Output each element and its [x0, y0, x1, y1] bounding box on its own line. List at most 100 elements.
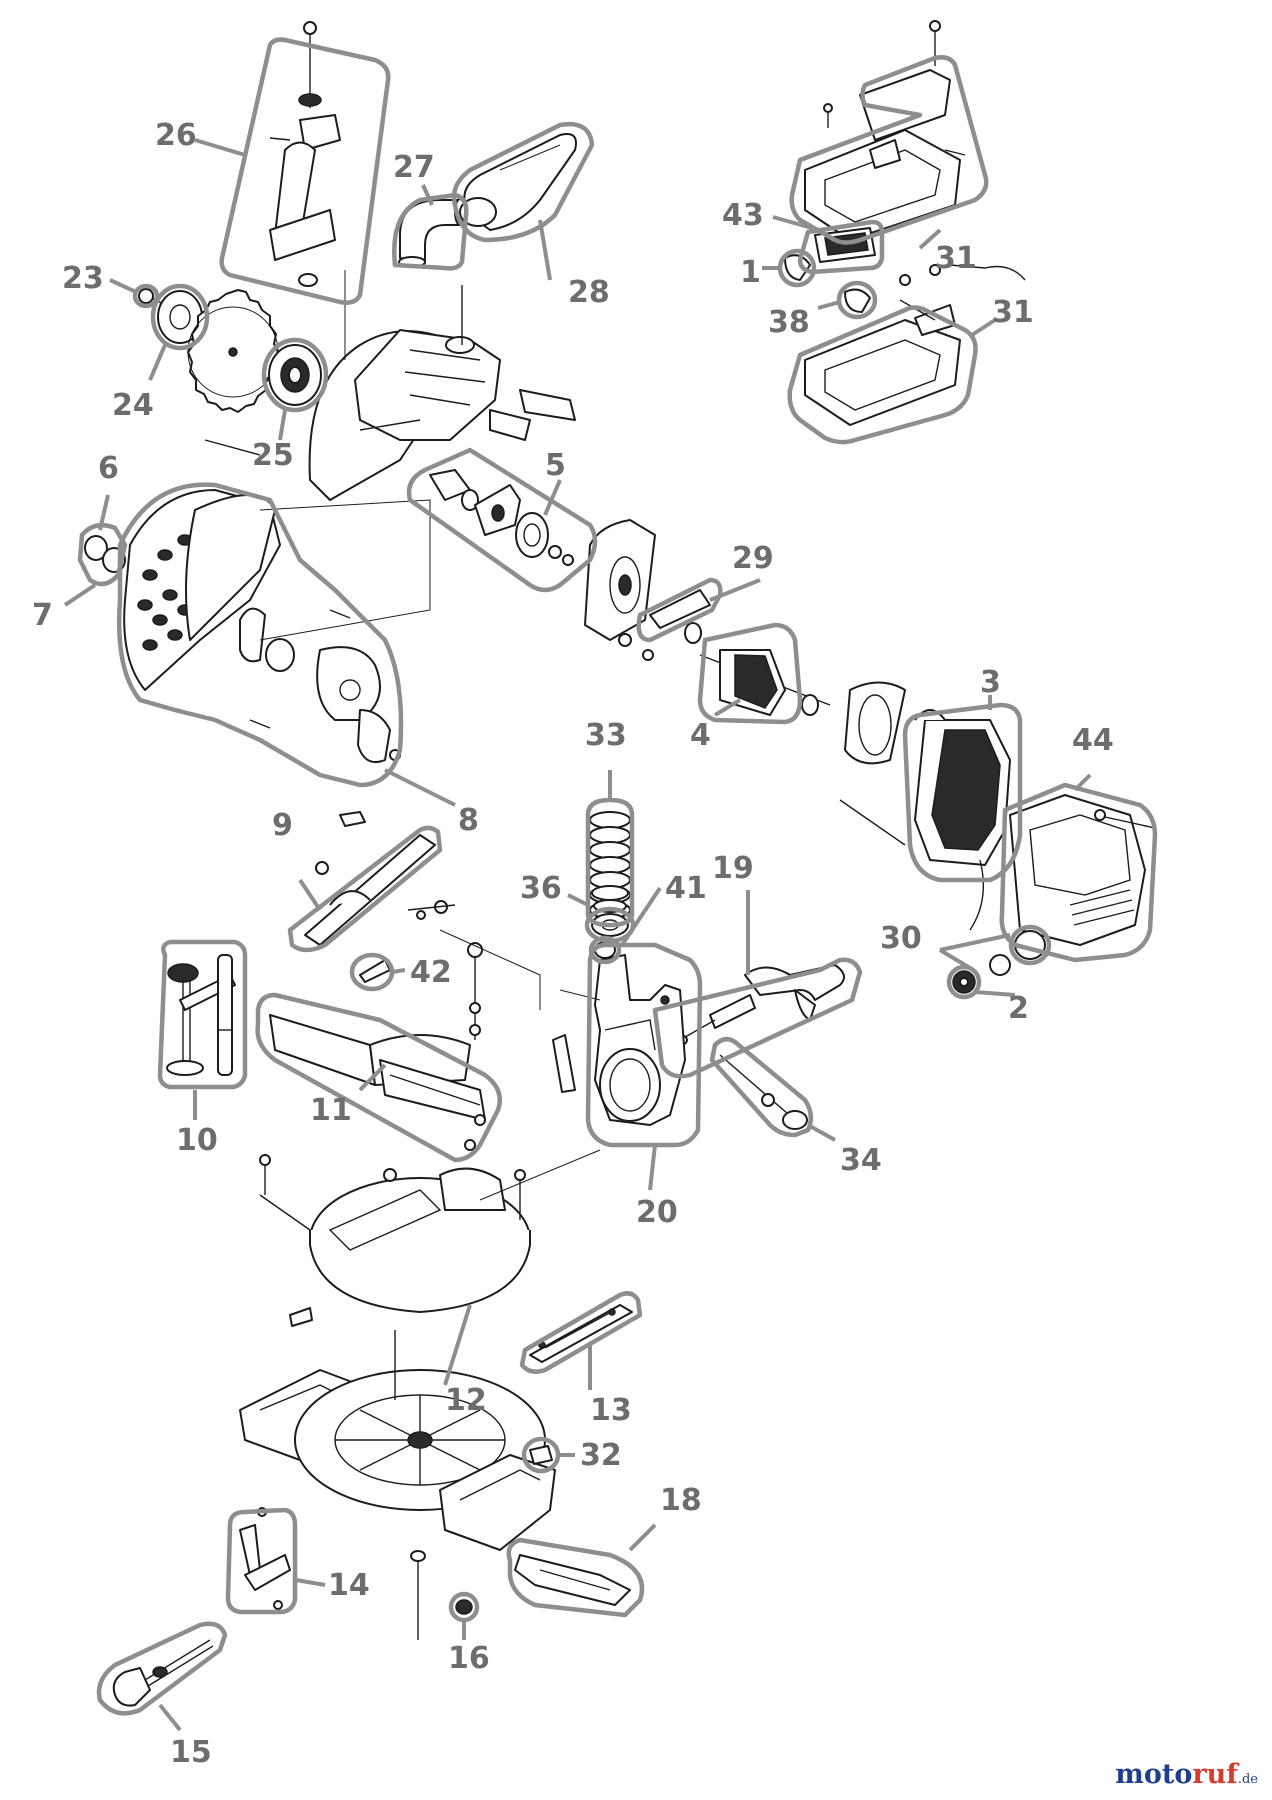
group-outline-24 — [150, 283, 210, 351]
callout-18: 18 — [660, 1483, 702, 1518]
misc-screws-part — [359, 941, 616, 1040]
callout-42: 42 — [410, 955, 452, 990]
callout-27: 27 — [393, 150, 435, 185]
laser-housing-part — [804, 20, 966, 241]
turntable-part — [259, 1154, 531, 1327]
callout-6: 6 — [98, 451, 119, 486]
callout-9: 9 — [272, 808, 293, 843]
group-outline-19 — [652, 957, 863, 1079]
gearbox-part — [429, 469, 574, 566]
lock-handle-part — [112, 1639, 214, 1707]
part-drawings — [84, 20, 1156, 1707]
group-outline-38 — [836, 280, 878, 320]
leader-lines — [63, 138, 1092, 1732]
callout-28: 28 — [568, 275, 610, 310]
callout-29: 29 — [732, 541, 774, 576]
group-outline-29 — [636, 577, 723, 643]
group-outline-18 — [506, 1537, 645, 1618]
callout-31-top: 31 — [935, 241, 977, 276]
armature-part — [699, 649, 831, 716]
motor-cover-part — [1009, 794, 1156, 946]
callout-14: 14 — [328, 1568, 370, 1603]
callout-33: 33 — [585, 718, 627, 753]
group-outline-3 — [902, 702, 1023, 883]
callout-43: 43 — [722, 198, 764, 233]
logo-text-ruf: ruf — [1192, 1759, 1238, 1790]
group-outline-23 — [132, 283, 160, 309]
callout-15: 15 — [170, 1735, 212, 1770]
group-outline-26 — [219, 37, 391, 305]
base-part — [239, 1330, 556, 1551]
bevel-bracket-part — [239, 1507, 291, 1610]
group-outline-44 — [999, 782, 1158, 963]
table-insert-part — [529, 1304, 633, 1363]
assembly-lines — [259, 270, 601, 1201]
callout-23: 23 — [62, 261, 104, 296]
callout-1: 1 — [740, 255, 761, 290]
adjust-screw-part — [552, 1034, 808, 1130]
callout-7: 7 — [32, 598, 53, 633]
brush-ring-part — [844, 681, 906, 765]
outer-flange-part — [138, 288, 203, 344]
extension-tray-part — [514, 1554, 631, 1606]
saw-blade-part — [187, 289, 279, 413]
group-outlines — [77, 37, 1158, 1716]
spring-part — [589, 811, 631, 919]
callout-10: 10 — [176, 1123, 218, 1158]
callout-5: 5 — [545, 448, 566, 483]
group-outline-31-top — [789, 55, 989, 245]
group-outline-14 — [225, 1507, 298, 1615]
group-outline-25 — [261, 337, 329, 413]
callout-41: 41 — [665, 871, 707, 906]
callout-13: 13 — [590, 1393, 632, 1428]
callout-34: 34 — [840, 1143, 882, 1178]
laser-base-plate-part — [804, 299, 961, 426]
callout-2: 2 — [1008, 991, 1029, 1026]
callout-12: 12 — [445, 1383, 487, 1418]
dust-bag-part — [459, 133, 577, 231]
callout-36: 36 — [520, 871, 562, 906]
swing-arm-part — [594, 954, 686, 1126]
fence-part — [269, 1014, 486, 1151]
hold-down-clamp-part — [166, 954, 236, 1076]
group-outline-11 — [255, 992, 503, 1163]
motoruf-logo: motoruf.de — [1115, 1759, 1258, 1790]
logo-text-de: .de — [1237, 1772, 1258, 1787]
group-outline-10 — [157, 939, 248, 1090]
shell-vent-slots — [137, 534, 193, 651]
callout-24: 24 — [112, 388, 154, 423]
guard-bracket-part — [304, 811, 456, 946]
foot-bolt-part — [410, 1550, 473, 1640]
callout-11: 11 — [310, 1093, 352, 1128]
callout-8: 8 — [458, 803, 479, 838]
group-outline-33 — [585, 797, 635, 928]
callout-44: 44 — [1072, 723, 1114, 758]
upper-guard-housing-part — [204, 285, 576, 501]
small-clip-part — [529, 1445, 553, 1465]
group-outline-13 — [519, 1291, 643, 1374]
handle-bolt-part — [672, 964, 845, 1046]
logo-text-moto: moto — [1115, 1759, 1193, 1790]
group-outline-4 — [697, 622, 803, 725]
inner-flange-part — [268, 344, 322, 406]
callout-20: 20 — [636, 1195, 678, 1230]
cover-ribs — [1069, 889, 1135, 926]
group-outline-15 — [96, 1621, 228, 1716]
callout-31-bottom: 31 — [992, 295, 1034, 330]
callout-32: 32 — [580, 1438, 622, 1473]
callout-4: 4 — [690, 718, 711, 753]
group-outline-31-bottom — [787, 305, 978, 445]
group-outline-43 — [797, 219, 885, 275]
callout-25: 25 — [252, 438, 294, 473]
group-outline-8 — [116, 482, 404, 788]
callout-16: 16 — [448, 1641, 490, 1676]
stator-part — [839, 709, 1011, 931]
callout-3: 3 — [980, 665, 1001, 700]
group-outline-2 — [946, 964, 982, 1000]
group-outline-9 — [287, 825, 443, 953]
group-outline-34 — [709, 1036, 814, 1138]
group-outline-5 — [406, 447, 598, 593]
group-outline-20 — [585, 942, 703, 1148]
handle-assembly-part — [269, 21, 341, 287]
